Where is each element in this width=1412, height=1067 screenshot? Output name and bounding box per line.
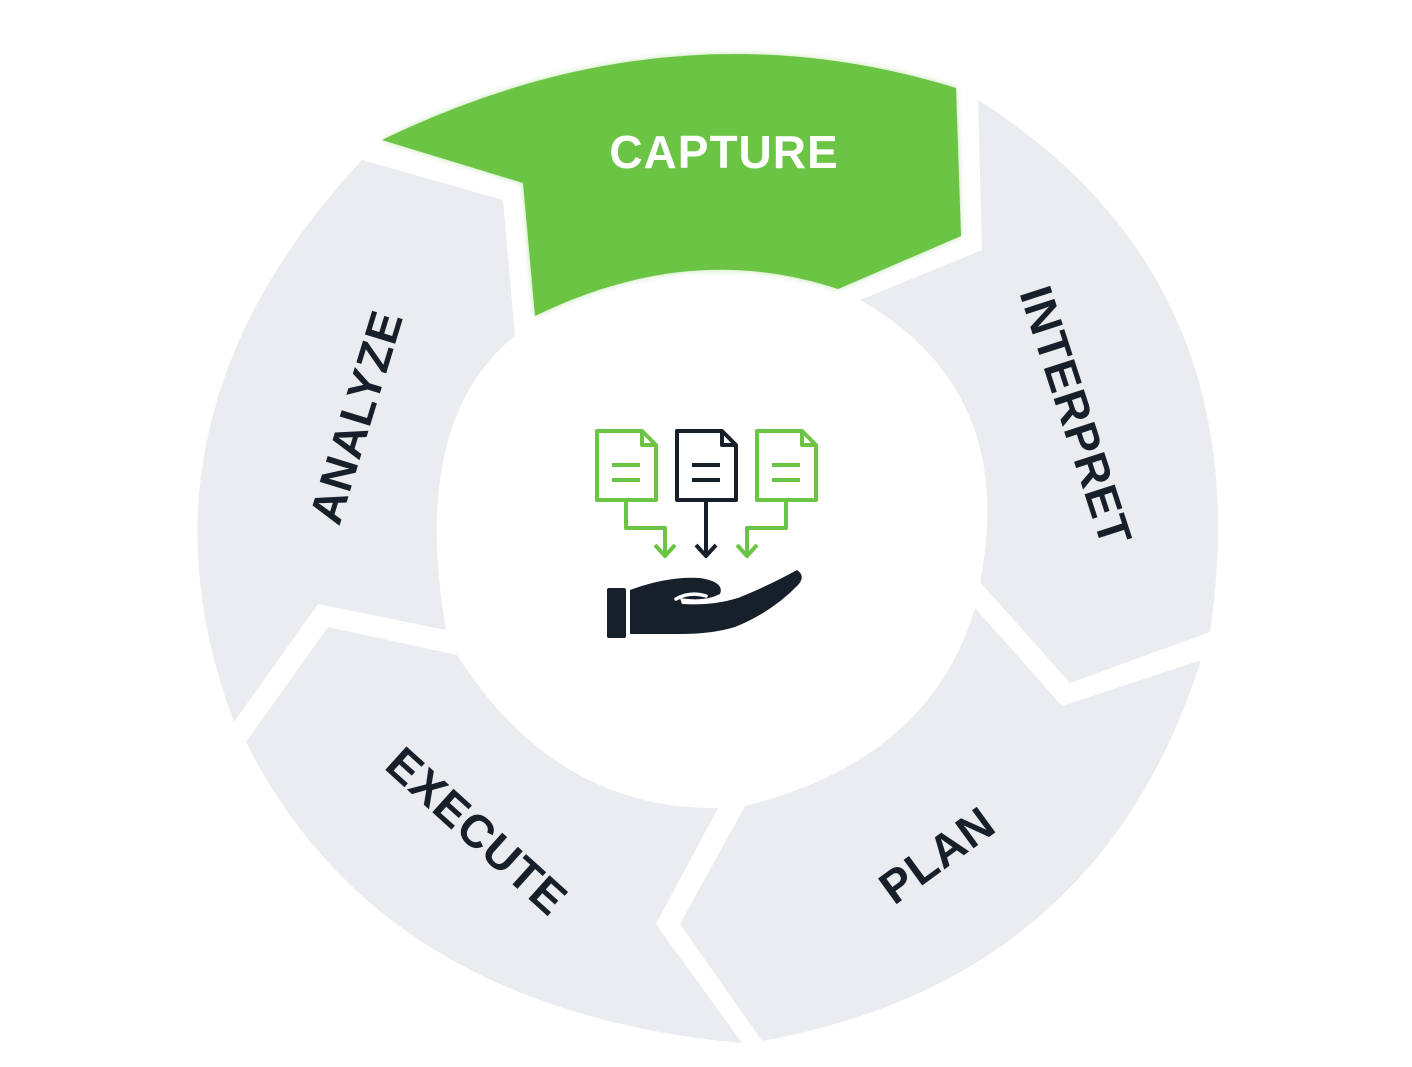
segment-capture-shape — [382, 54, 961, 316]
document-dark-middle-icon — [675, 429, 738, 558]
segment-execute[interactable]: EXECUTE — [246, 627, 742, 1043]
document-green-right-icon — [735, 429, 818, 558]
document-green-left-icon — [595, 429, 677, 558]
segment-interpret[interactable]: INTERPRET — [860, 100, 1219, 683]
segment-plan-shape — [680, 608, 1201, 1041]
segment-plan[interactable]: PLAN — [680, 608, 1201, 1041]
segment-capture-label: CAPTURE — [609, 126, 838, 178]
segment-execute-shape — [246, 627, 742, 1043]
segment-interpret-shape — [860, 100, 1219, 683]
hand-icon — [607, 570, 802, 638]
segment-analyze[interactable]: ANALYZE — [197, 160, 515, 722]
segment-analyze-shape — [197, 160, 515, 722]
segment-capture[interactable]: CAPTURE — [382, 54, 961, 316]
documents-into-hand-icon — [595, 429, 818, 638]
